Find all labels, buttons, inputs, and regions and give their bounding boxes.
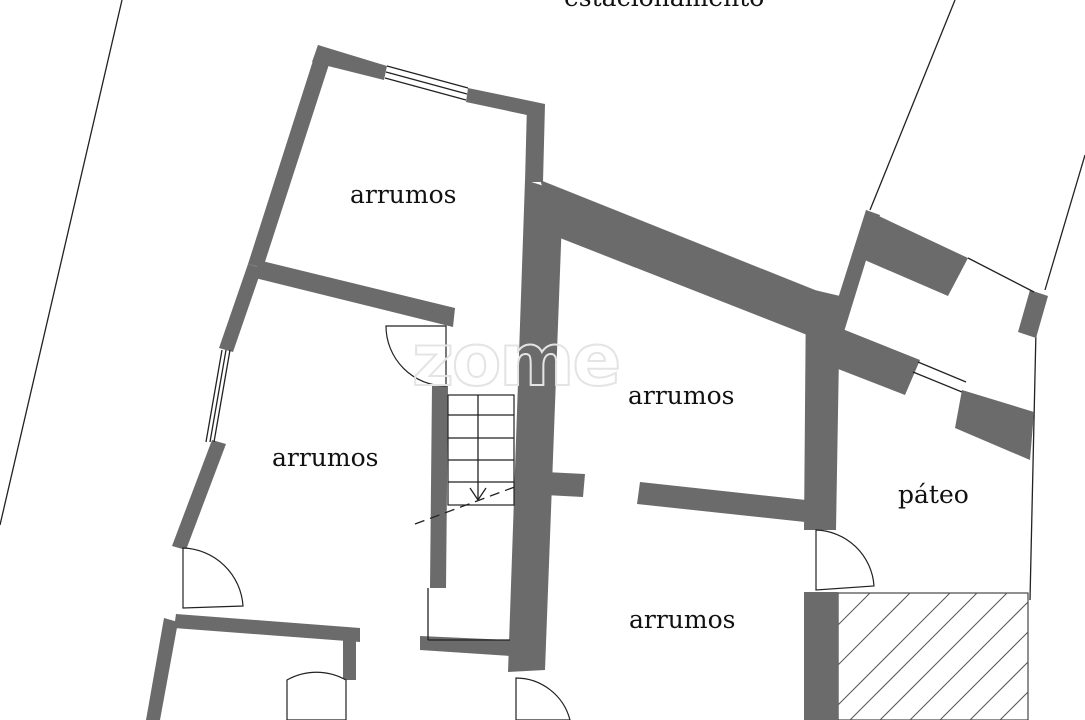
- door-patio: [815, 529, 875, 591]
- parking-label: estacionamento: [564, 0, 764, 12]
- window-top: [384, 65, 469, 101]
- property-boundary: [0, 0, 1085, 601]
- room-label-patio: páteo: [898, 480, 969, 509]
- watermark-logo: zome: [412, 318, 619, 402]
- room-label-storage-4: arrumos: [629, 605, 736, 634]
- staircase: [414, 394, 521, 641]
- room-label-storage-3: arrumos: [628, 381, 735, 410]
- door-bottom-center: [515, 677, 571, 720]
- door-left: [182, 547, 244, 609]
- window-patio: [912, 361, 967, 393]
- door-stair: [385, 325, 447, 387]
- courtyard-hatch: [837, 592, 1029, 720]
- room-label-storage-2: arrumos: [272, 443, 379, 472]
- room-label-storage-1: arrumos: [350, 180, 457, 209]
- walls: [146, 45, 1048, 720]
- door-bottom-left: [286, 671, 347, 720]
- window-left: [205, 349, 231, 443]
